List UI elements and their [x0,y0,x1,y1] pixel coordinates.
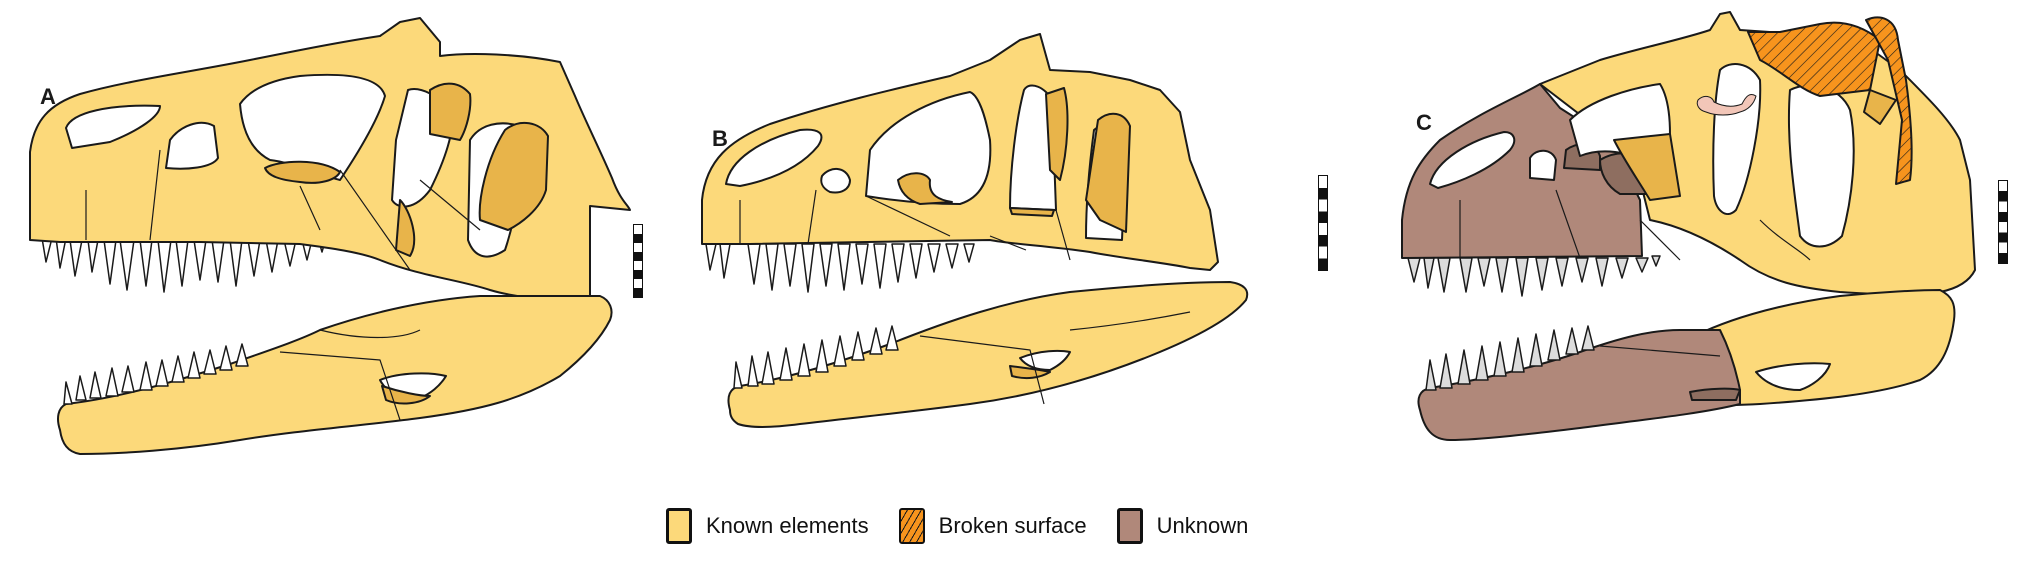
skull-b-drawing [701,33,1249,428]
scale-bar-b [1318,175,1328,271]
legend-item-unknown: Unknown [1116,508,1249,544]
vertebra-sketch [1696,93,1757,116]
broken-surface-c [1747,21,1881,97]
antorbital-fenestra-a [239,73,386,181]
lower-teeth [63,343,249,405]
scale-bar-a [633,224,643,298]
broken-surface-swatch [898,508,925,544]
promaxillary-fenestra-b [820,168,851,194]
upper-teeth [41,237,327,293]
mandible-b [727,281,1249,428]
scale-bar-c [1998,180,2008,264]
unknown-swatch [1116,508,1143,544]
skull-panel-c: C [1380,0,2042,480]
external-naris-b [725,128,823,187]
skull-a-drawing [29,17,631,455]
panel-label-a: A [40,84,56,109]
legend-item-broken: Broken surface [898,508,1087,544]
skull-panel-b: B [690,0,1350,470]
legend-label: Unknown [1156,513,1249,538]
mandible-c-known [1679,289,1956,407]
legend-label: Known elements [706,513,869,538]
promaxillary-fenestra-a [165,121,219,170]
promaxillary-fenestra-c [1529,149,1557,181]
panel-label-b: B [712,126,728,151]
upper-teeth [1407,255,1661,297]
external-naris-c [1429,131,1516,189]
known-elements-swatch [666,508,692,544]
skull-c-drawing [1401,11,1976,441]
legend-label: Broken surface [938,513,1087,538]
mandible-a [57,295,613,455]
lower-teeth [1425,325,1595,391]
skull-panel-a: A [0,0,680,470]
mandible-c-unknown [1417,329,1741,441]
legend: Known elements Broken surface Unknown [666,508,1278,544]
laterotemporal-c [1787,84,1855,248]
panel-label-c: C [1416,110,1432,135]
upper-teeth [705,243,975,293]
external-naris-a [65,104,161,149]
legend-item-known: Known elements [666,508,869,544]
lower-teeth [733,325,899,389]
